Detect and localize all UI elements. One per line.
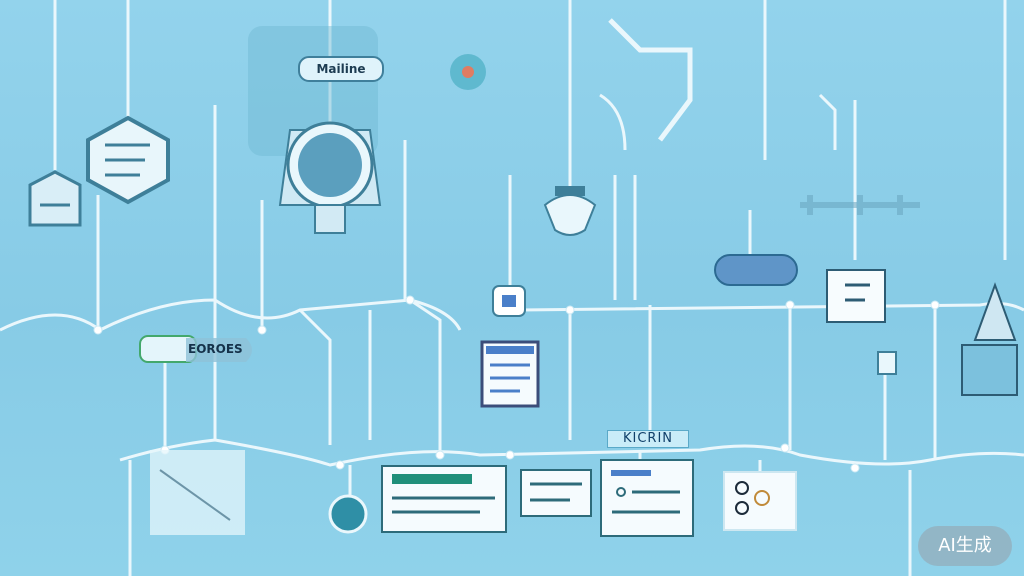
ai-generated-badge: AI生成 bbox=[918, 526, 1012, 566]
hexagon-node-icon bbox=[86, 115, 170, 205]
toggle-panel-icon bbox=[723, 471, 797, 531]
user-node-icon bbox=[961, 282, 1018, 396]
capsule-icon bbox=[714, 210, 798, 286]
tag-label: KICRIN bbox=[607, 430, 689, 448]
green-bar-panel bbox=[381, 465, 507, 533]
small-panel bbox=[520, 469, 592, 517]
switch-icon bbox=[492, 285, 526, 317]
hub-node-icon bbox=[543, 186, 597, 236]
top-node-label: Mailine bbox=[298, 56, 384, 82]
router-icon bbox=[28, 170, 82, 227]
monitor-panel-icon bbox=[480, 340, 540, 408]
dot-node-icon bbox=[328, 494, 368, 534]
mid-node-label: EOROES bbox=[188, 342, 243, 356]
chart-panel bbox=[600, 459, 694, 537]
circle-porthole-icon bbox=[278, 121, 382, 234]
ticket-icon bbox=[826, 269, 886, 323]
